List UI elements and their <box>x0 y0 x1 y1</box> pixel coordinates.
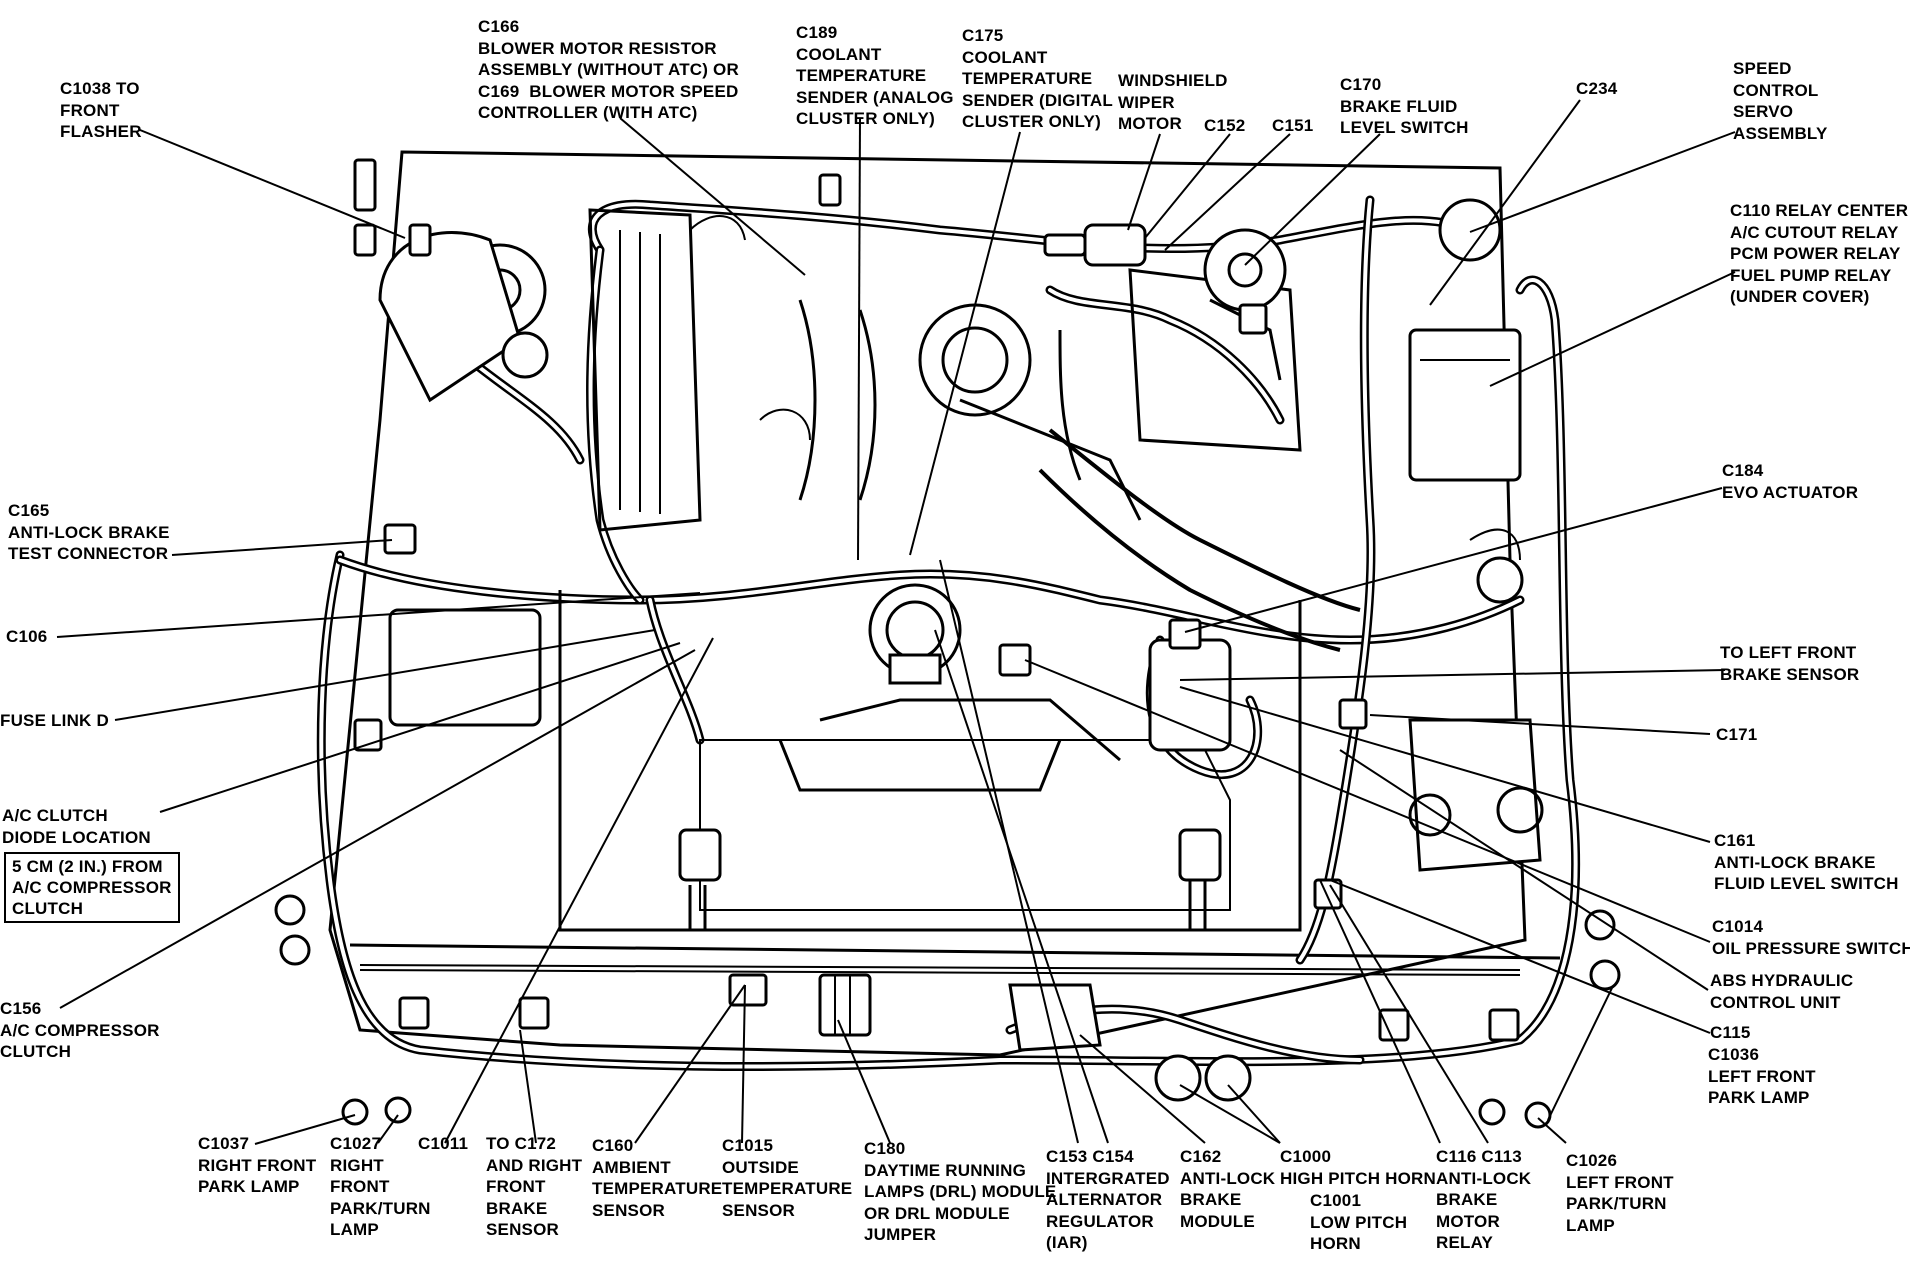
engine-components <box>274 158 1621 1129</box>
label-c1036-left-front-park-lamp: C1036 LEFT FRONT PARK LAMP <box>1708 1045 1816 1107</box>
label-c234: C234 <box>1576 79 1618 98</box>
label-c171: C171 <box>1716 725 1758 744</box>
label-c184-evo-actuator: C184 EVO ACTUATOR <box>1722 461 1859 502</box>
label-windshield-wiper-motor: WINDSHIELD WIPER MOTOR <box>1118 71 1228 133</box>
label-c189-coolant-temp-analog: C189 COOLANT TEMPERATURE SENDER (ANALOG … <box>796 23 954 128</box>
label-c1000-high-pitch-horn: C1000 HIGH PITCH HORN <box>1280 1147 1436 1188</box>
label-c1027-right-front-park-turn-lamp: C1027 RIGHT FRONT PARK/TURN LAMP <box>330 1134 431 1239</box>
label-fuse-link-d: FUSE LINK D <box>0 711 109 730</box>
leader-lines <box>56 99 1736 1145</box>
label-c115: C115 <box>1710 1023 1751 1042</box>
label-abs-hydraulic-control-unit: ABS HYDRAULIC CONTROL UNIT <box>1710 971 1854 1012</box>
label-c1037-right-front-park-lamp: C1037 RIGHT FRONT PARK LAMP <box>198 1134 317 1196</box>
label-c162-abs-module: C162 ANTI-LOCK BRAKE MODULE <box>1180 1147 1276 1231</box>
label-to-c172-right-front-brake-sensor: TO C172 AND RIGHT FRONT BRAKE SENSOR <box>486 1134 583 1239</box>
label-c1011: C1011 <box>418 1134 469 1153</box>
label-c161-abs-fluid-level-switch: C161 ANTI-LOCK BRAKE FLUID LEVEL SWITCH <box>1714 831 1899 893</box>
label-c1038-front-flasher: C1038 TO FRONT FLASHER <box>60 79 142 141</box>
label-to-left-front-brake-sensor: TO LEFT FRONT BRAKE SENSOR <box>1720 643 1860 684</box>
label-ac-clutch-distance-box: 5 CM (2 IN.) FROM A/C COMPRESSOR CLUTCH <box>4 852 180 923</box>
label-c180-drl-module: C180 DAYTIME RUNNING LAMPS (DRL) MODULE … <box>864 1139 1057 1244</box>
label-ac-clutch-diode-location: A/C CLUTCH DIODE LOCATION <box>2 806 151 847</box>
label-c175-coolant-temp-digital: C175 COOLANT TEMPERATURE SENDER (DIGITAL… <box>962 26 1113 131</box>
label-c156-ac-compressor-clutch: C156 A/C COMPRESSOR CLUTCH <box>0 999 160 1061</box>
label-c165-abs-test-connector: C165 ANTI-LOCK BRAKE TEST CONNECTOR <box>8 501 170 563</box>
label-c160-ambient-temp-sensor: C160 AMBIENT TEMPERATURE SENSOR <box>592 1136 723 1220</box>
label-c106: C106 <box>6 627 48 646</box>
label-c153-c154-iar: C153 C154 INTERGRATED ALTERNATOR REGULAT… <box>1046 1147 1170 1252</box>
label-c1015-outside-temp-sensor: C1015 OUTSIDE TEMPERATURE SENSOR <box>722 1136 853 1220</box>
label-c1001-low-pitch-horn: C1001 LOW PITCH HORN <box>1310 1191 1408 1253</box>
label-c152: C152 <box>1204 116 1246 135</box>
label-speed-control-servo: SPEED CONTROL SERVO ASSEMBLY <box>1733 59 1828 143</box>
label-c151: C151 <box>1272 116 1314 135</box>
label-c166-blower-motor-resistor: C166 BLOWER MOTOR RESISTOR ASSEMBLY (WIT… <box>478 17 739 122</box>
label-c1026-left-front-park-turn-lamp: C1026 LEFT FRONT PARK/TURN LAMP <box>1566 1151 1674 1235</box>
label-c116-c113-abs-motor-relay: C116 C113 ANTI-LOCK BRAKE MOTOR RELAY <box>1436 1147 1532 1252</box>
label-c1014-oil-pressure-switch: C1014 OIL PRESSURE SWITCH <box>1712 917 1910 958</box>
label-c170-brake-fluid-level-switch: C170 BRAKE FLUID LEVEL SWITCH <box>1340 75 1469 137</box>
label-c110-relay-center: C110 RELAY CENTER A/C CUTOUT RELAY PCM P… <box>1730 201 1909 306</box>
